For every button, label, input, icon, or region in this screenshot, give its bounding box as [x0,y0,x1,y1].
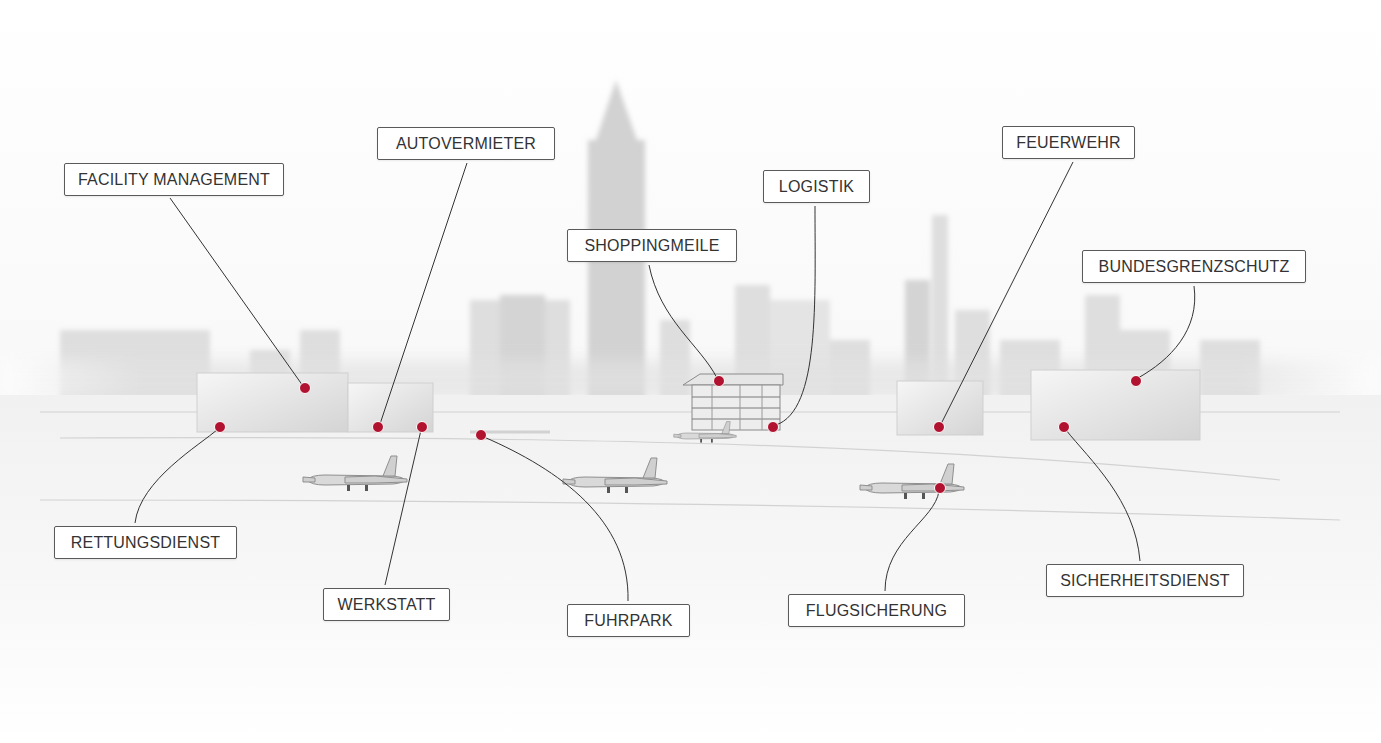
building [1031,370,1200,440]
leader-line [649,265,717,378]
label-text: LOGISTIK [779,178,854,196]
label-box: WERKSTATT [323,588,450,621]
label-text: FUHRPARK [584,612,672,630]
ground [0,395,1381,743]
garage-roof [683,374,783,385]
label-text: WERKSTATT [337,596,435,614]
road-line [60,438,1280,480]
garage-floor [692,397,780,398]
label-text: RETTUNGSDIENST [71,534,220,552]
marker-dot [768,422,779,433]
marker-dot [934,422,945,433]
leader-line [1066,430,1140,561]
skyline-spire [596,80,637,140]
label-box: SICHERHEITSDIENST [1046,564,1244,597]
garage-column [712,385,713,430]
leader-line [1138,286,1195,378]
label-box: RETTUNGSDIENST [54,526,237,559]
building [897,381,983,435]
label-text: FACILITY MANAGEMENT [78,171,270,189]
garage-column [740,385,741,430]
plane [674,422,736,443]
marker-dot [215,422,226,433]
label-box: SHOPPINGMEILE [567,229,737,262]
label-box: BUNDESGRENZSCHUTZ [1082,250,1306,283]
marker-dot [714,376,725,387]
leader-line [380,163,467,424]
parking-garage [683,374,783,430]
marker-dot [1131,376,1142,387]
leader-lines [135,162,1195,601]
building [197,373,348,432]
marker-dot [373,422,384,433]
leader-line [776,206,815,425]
marker-dots [215,376,1142,494]
label-text: SICHERHEITSDIENST [1060,572,1230,590]
label-text: BUNDESGRENZSCHUTZ [1099,258,1290,276]
leader-line [885,491,939,591]
label-box: LOGISTIK [763,170,870,203]
plane [303,456,407,491]
leader-line [484,437,628,601]
label-text: FLUGSICHERUNG [806,602,947,620]
leader-line [170,198,303,386]
label-box: FEUERWEHR [1002,126,1135,159]
building [348,383,433,432]
marker-dot [935,483,946,494]
plane [563,458,667,493]
plane [860,464,964,499]
marker-dot [300,383,311,394]
buildings [197,370,1200,440]
garage-floor [692,419,780,420]
label-text: SHOPPINGMEILE [584,237,719,255]
marker-dot [476,430,487,441]
leader-line [135,429,218,523]
label-box: FLUGSICHERUNG [788,594,965,627]
road-line [40,500,1340,520]
garage-column [762,385,763,430]
leader-line [941,162,1073,424]
garage-floor [692,408,780,409]
label-text: AUTOVERMIETER [396,135,536,153]
label-box: FACILITY MANAGEMENT [64,163,284,196]
label-box: AUTOVERMIETER [377,127,555,160]
planes [303,422,964,499]
garage-body [692,385,780,430]
label-text: FEUERWEHR [1016,134,1121,152]
leader-line [385,430,421,585]
marker-dot [417,422,428,433]
marker-dot [1059,422,1070,433]
skyline [60,80,1260,400]
label-box: FUHRPARK [567,604,690,637]
